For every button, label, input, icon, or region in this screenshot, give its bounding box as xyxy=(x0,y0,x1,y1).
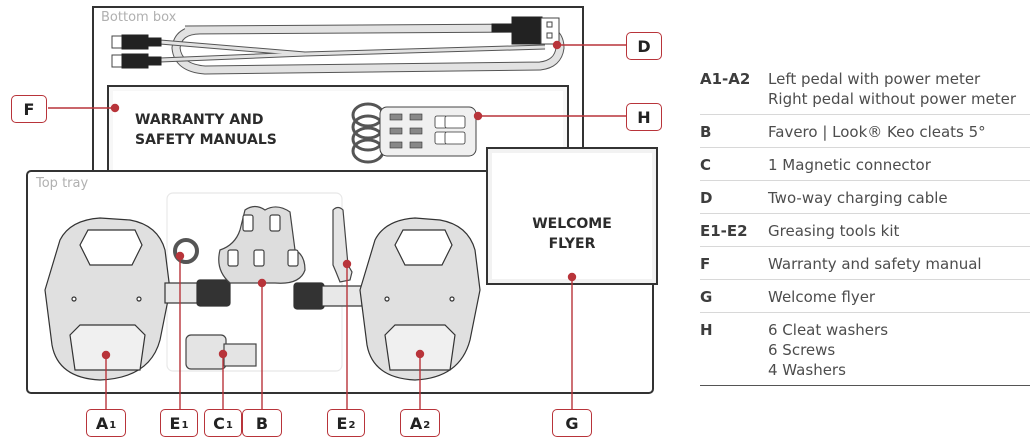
right-pedal-icon xyxy=(293,217,481,381)
callout-letter: A xyxy=(409,413,423,433)
callout-letter: A xyxy=(95,413,109,433)
legend-line: Greasing tools kit xyxy=(768,222,900,240)
callout-letter: B xyxy=(255,413,269,433)
callout-h[interactable]: H xyxy=(626,103,662,131)
callout-subscript: 1 xyxy=(181,419,189,431)
legend-row: H 6 Cleat washers 6 Screws 4 Washers xyxy=(700,313,1030,386)
legend-value: Two-way charging cable xyxy=(768,188,948,208)
callout-leaders xyxy=(48,40,626,411)
legend-value: Greasing tools kit xyxy=(768,221,899,241)
manuals-title-line-2: SAFETY MANUALS xyxy=(135,132,277,148)
callout-subscript: 1 xyxy=(109,419,117,431)
legend-key: E1-E2 xyxy=(700,222,748,240)
legend-value: 6 Cleat washers 6 Screws 4 Washers xyxy=(768,320,888,380)
legend-line: Welcome flyer xyxy=(768,288,876,306)
top-tray-label: Top tray xyxy=(36,176,89,191)
callout-b[interactable]: B xyxy=(242,409,282,437)
legend-value: Welcome flyer xyxy=(768,287,875,307)
legend-line: Favero | Look® Keo cleats 5° xyxy=(768,123,986,141)
legend-row: B Favero | Look® Keo cleats 5° xyxy=(700,115,1030,148)
left-pedal-icon xyxy=(44,217,231,381)
cleat-icon xyxy=(218,205,306,284)
package-contents-diagram: Bottom box Top tray WARRANTY AND SAFETY … xyxy=(11,6,662,437)
legend-line: 4 Washers xyxy=(768,361,846,379)
manuals-title-line-1: WARRANTY AND xyxy=(135,112,264,128)
callout-g[interactable]: G xyxy=(552,409,592,437)
bottom-box-label: Bottom box xyxy=(101,10,177,25)
flyer-title: WELCOME FLYER xyxy=(512,214,632,254)
screws-washers-pack-icon xyxy=(351,102,477,164)
callout-d[interactable]: D xyxy=(626,32,662,60)
legend-line: 6 Cleat washers xyxy=(768,321,889,339)
diagram-drawing xyxy=(26,6,658,411)
callout-letter: G xyxy=(565,413,579,433)
flyer-title-line-1: WELCOME xyxy=(532,216,612,232)
legend-key: B xyxy=(700,123,712,141)
callout-subscript: 1 xyxy=(225,419,233,431)
charging-cable-icon xyxy=(111,16,565,75)
legend-row: C 1 Magnetic connector xyxy=(700,148,1030,181)
legend-value: Favero | Look® Keo cleats 5° xyxy=(768,122,986,142)
legend-row: D Two-way charging cable xyxy=(700,181,1030,214)
legend-key: D xyxy=(700,189,713,207)
legend-value: 1 Magnetic connector xyxy=(768,155,931,175)
legend-row: A1-A2 Left pedal with power meter Right … xyxy=(700,67,1030,115)
callout-subscript: 2 xyxy=(348,419,356,431)
callout-letter: E xyxy=(336,413,348,433)
legend-key: H xyxy=(700,321,713,339)
legend-value: Warranty and safety manual xyxy=(768,254,982,274)
callout-letter: E xyxy=(169,413,181,433)
legend-line: Warranty and safety manual xyxy=(768,255,982,273)
callout-letter: D xyxy=(637,36,651,56)
callout-f[interactable]: F xyxy=(11,95,47,123)
legend-key: C xyxy=(700,156,712,174)
legend-row: E1-E2 Greasing tools kit xyxy=(700,214,1030,247)
flyer-title-line-2: FLYER xyxy=(548,236,596,252)
legend-row: F Warranty and safety manual xyxy=(700,247,1030,280)
legend-line: Left pedal with power meter xyxy=(768,70,981,88)
legend-line: Right pedal without power meter xyxy=(768,90,1017,108)
legend-line: Two-way charging cable xyxy=(768,189,948,207)
legend-row: G Welcome flyer xyxy=(700,280,1030,313)
manuals-title: WARRANTY AND SAFETY MANUALS xyxy=(135,110,277,150)
legend-line: 1 Magnetic connector xyxy=(768,156,931,174)
callout-letter: F xyxy=(23,99,35,119)
legend-line: 6 Screws xyxy=(768,341,836,359)
callout-subscript: 2 xyxy=(423,419,431,431)
legend-value: Left pedal with power meter Right pedal … xyxy=(768,69,1016,109)
legend-key: F xyxy=(700,255,711,273)
callout-letter: H xyxy=(637,107,651,127)
legend-key: A1-A2 xyxy=(700,70,751,88)
legend-table: A1-A2 Left pedal with power meter Right … xyxy=(700,67,1030,386)
callout-letter: C xyxy=(213,413,225,433)
legend-key: G xyxy=(700,288,713,306)
